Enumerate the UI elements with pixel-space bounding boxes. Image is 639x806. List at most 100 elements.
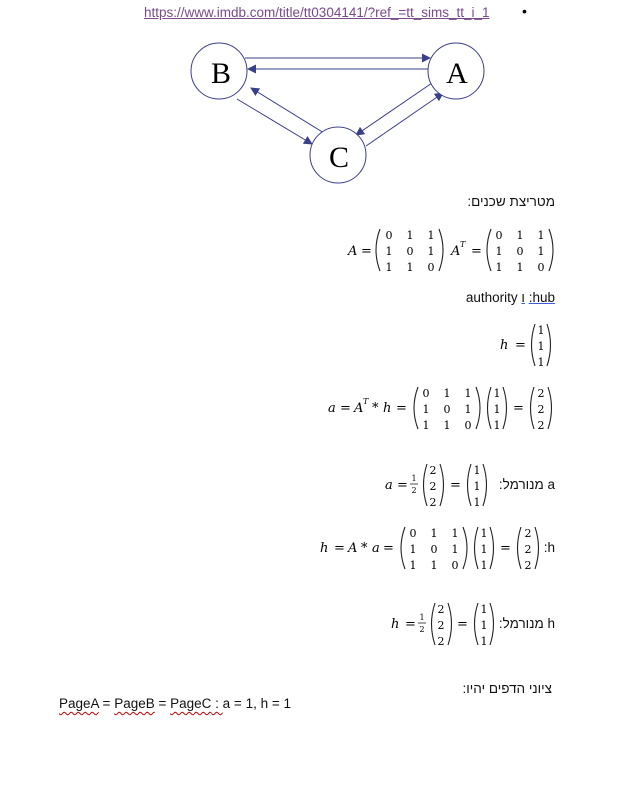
svg-text:h: h bbox=[383, 401, 391, 416]
svg-text:1: 1 bbox=[411, 474, 416, 483]
svg-text:1: 1 bbox=[410, 543, 417, 556]
node-a-circle bbox=[427, 42, 485, 100]
svg-text:1: 1 bbox=[407, 229, 414, 242]
heading-and-word: ו bbox=[521, 290, 525, 305]
svg-text:=: = bbox=[383, 541, 394, 556]
svg-text:0: 0 bbox=[428, 261, 435, 274]
svg-text:1: 1 bbox=[494, 387, 501, 400]
svg-text:1: 1 bbox=[538, 324, 545, 337]
svg-text:=: = bbox=[457, 617, 468, 632]
svg-text:1: 1 bbox=[423, 403, 430, 416]
graph-diagram: B A C bbox=[190, 42, 485, 184]
result-page-a: PageA bbox=[59, 696, 99, 711]
svg-text:1: 1 bbox=[538, 356, 545, 369]
svg-text:2: 2 bbox=[430, 464, 437, 477]
svg-text:*: * bbox=[361, 541, 368, 556]
svg-text:2: 2 bbox=[438, 603, 445, 616]
svg-text:0: 0 bbox=[496, 229, 503, 242]
svg-text:1: 1 bbox=[452, 527, 459, 540]
svg-text:1: 1 bbox=[428, 229, 435, 242]
svg-text:2: 2 bbox=[438, 619, 445, 632]
svg-text:1: 1 bbox=[481, 527, 488, 540]
svg-text:1: 1 bbox=[386, 245, 393, 258]
svg-text:0: 0 bbox=[423, 387, 430, 400]
svg-text:1: 1 bbox=[428, 245, 435, 258]
svg-text:=: = bbox=[340, 401, 351, 416]
result-colon: : bbox=[211, 696, 223, 711]
svg-text:0: 0 bbox=[444, 403, 451, 416]
svg-text:1: 1 bbox=[407, 261, 414, 274]
svg-text:1: 1 bbox=[517, 261, 524, 274]
result-eq-2: = bbox=[154, 696, 171, 711]
svg-text:A: A bbox=[353, 401, 363, 416]
result-eq-1: = bbox=[98, 696, 115, 711]
node-b-label: B bbox=[211, 57, 231, 90]
svg-text:=: = bbox=[500, 541, 511, 556]
heading-normalized-a: a מנורמל: bbox=[498, 477, 555, 492]
svg-text:1: 1 bbox=[444, 419, 451, 432]
svg-text:2: 2 bbox=[430, 496, 437, 509]
equation-h-init: h = 1 1 1 bbox=[500, 323, 552, 369]
svg-text:*: * bbox=[372, 401, 379, 416]
svg-text:2: 2 bbox=[438, 635, 445, 648]
heading-authority-hub: hub: ו authority bbox=[466, 290, 555, 305]
svg-text:=: = bbox=[334, 541, 345, 556]
svg-text:0: 0 bbox=[465, 419, 472, 432]
svg-text:1: 1 bbox=[481, 635, 488, 648]
svg-text:=: = bbox=[397, 478, 408, 493]
svg-text:2: 2 bbox=[538, 387, 545, 400]
svg-text:=: = bbox=[405, 617, 416, 632]
svg-text:1: 1 bbox=[444, 387, 451, 400]
edge-b-to-c bbox=[236, 98, 313, 145]
svg-text:1: 1 bbox=[481, 603, 488, 616]
svg-text:1: 1 bbox=[538, 229, 545, 242]
svg-text:1: 1 bbox=[481, 559, 488, 572]
svg-text:1: 1 bbox=[474, 496, 481, 509]
heading-adjacency: מטריצת שכנים: bbox=[467, 194, 555, 209]
svg-text:1: 1 bbox=[496, 261, 503, 274]
svg-text:1: 1 bbox=[465, 387, 472, 400]
svg-text:2: 2 bbox=[525, 559, 532, 572]
result-page-b: PageB bbox=[114, 696, 155, 711]
svg-text:1: 1 bbox=[538, 245, 545, 258]
svg-text:2: 2 bbox=[430, 480, 437, 493]
svg-text:0: 0 bbox=[410, 527, 417, 540]
svg-text:A: A bbox=[450, 244, 460, 259]
result-line: PageA = PageB = PageC : a = 1, h = 1 bbox=[59, 696, 291, 711]
svg-text:1: 1 bbox=[431, 527, 438, 540]
node-c-circle bbox=[309, 126, 367, 184]
svg-text:1: 1 bbox=[494, 403, 501, 416]
svg-text:2: 2 bbox=[411, 486, 416, 495]
edge-a-to-c bbox=[355, 82, 433, 136]
heading-h: h: bbox=[543, 540, 555, 555]
svg-text:1: 1 bbox=[517, 229, 524, 242]
svg-text:T: T bbox=[460, 240, 466, 249]
edge-c-to-b bbox=[250, 87, 325, 134]
svg-text:h: h bbox=[500, 338, 508, 353]
svg-text:1: 1 bbox=[494, 419, 501, 432]
svg-text:0: 0 bbox=[407, 245, 414, 258]
svg-text:1: 1 bbox=[465, 403, 472, 416]
svg-text:0: 0 bbox=[538, 261, 545, 274]
svg-text:1: 1 bbox=[419, 613, 424, 622]
svg-text:a: a bbox=[328, 401, 336, 416]
node-a-label: A bbox=[446, 57, 468, 90]
heading-normalized-h: h מנורמל: bbox=[498, 616, 555, 631]
svg-text:2: 2 bbox=[419, 625, 424, 634]
svg-text:1: 1 bbox=[410, 559, 417, 572]
svg-text:=: = bbox=[515, 338, 526, 353]
svg-text:1: 1 bbox=[538, 340, 545, 353]
heading-scores: ציוני הדפים יהיו: bbox=[462, 681, 552, 696]
svg-text:0: 0 bbox=[386, 229, 393, 242]
imdb-link[interactable]: https://www.imdb.com/title/tt0304141/?re… bbox=[144, 5, 490, 20]
svg-text:1: 1 bbox=[496, 245, 503, 258]
svg-text:a: a bbox=[385, 478, 393, 493]
svg-text:h: h bbox=[320, 541, 328, 556]
svg-text:1: 1 bbox=[481, 619, 488, 632]
svg-text:2: 2 bbox=[525, 543, 532, 556]
svg-text:1: 1 bbox=[481, 543, 488, 556]
equation-h-norm: h = 1 2 222 = 111 bbox=[391, 602, 495, 648]
svg-text:a: a bbox=[372, 541, 380, 556]
svg-text:1: 1 bbox=[474, 464, 481, 477]
